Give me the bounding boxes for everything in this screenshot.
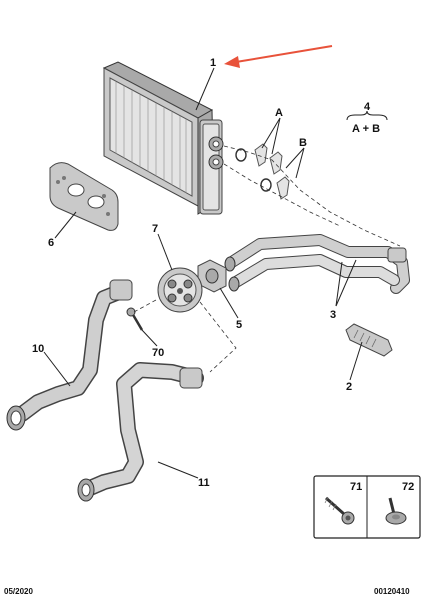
diagram-reference: 00120410 [374, 587, 410, 596]
callout-71: 71 [350, 481, 362, 493]
callout-6: 6 [48, 237, 54, 249]
callout-1: 1 [210, 57, 216, 69]
callout-4: 4 [364, 101, 371, 113]
hose-part-10[interactable] [6, 279, 133, 431]
callout-10: 10 [32, 343, 44, 355]
rivet-part-72[interactable] [385, 497, 407, 525]
fitting-part-2[interactable] [345, 323, 393, 357]
hose-part-11[interactable] [77, 362, 204, 502]
callout-11: 11 [198, 477, 210, 489]
heater-radiator-part-1[interactable] [102, 61, 224, 215]
retaining-clips-b[interactable] [254, 143, 290, 200]
screw-part-71[interactable] [324, 496, 355, 525]
callout-b: B [299, 137, 307, 149]
callout-5: 5 [236, 319, 242, 331]
kit-brace-icon [346, 110, 388, 121]
callout-2: 2 [346, 381, 352, 393]
coolant-pipes-part-3[interactable] [224, 234, 410, 294]
callout-a: A [275, 107, 283, 119]
diagram-date: 05/2020 [4, 587, 33, 596]
assembly-dash-lines [133, 145, 401, 373]
cover-plate-part-6[interactable] [49, 162, 119, 231]
callout-70: 70 [152, 347, 164, 359]
callout-3: 3 [330, 309, 336, 321]
highlight-arrow [224, 45, 333, 68]
kit-label: A + B [352, 123, 380, 135]
screw-part-70[interactable] [126, 307, 144, 331]
leader-lines [43, 67, 363, 479]
o-ring-seals-a[interactable] [235, 148, 272, 192]
valve-flange-part-7[interactable] [157, 267, 203, 313]
callout-72: 72 [402, 481, 414, 493]
callout-7: 7 [152, 223, 158, 235]
